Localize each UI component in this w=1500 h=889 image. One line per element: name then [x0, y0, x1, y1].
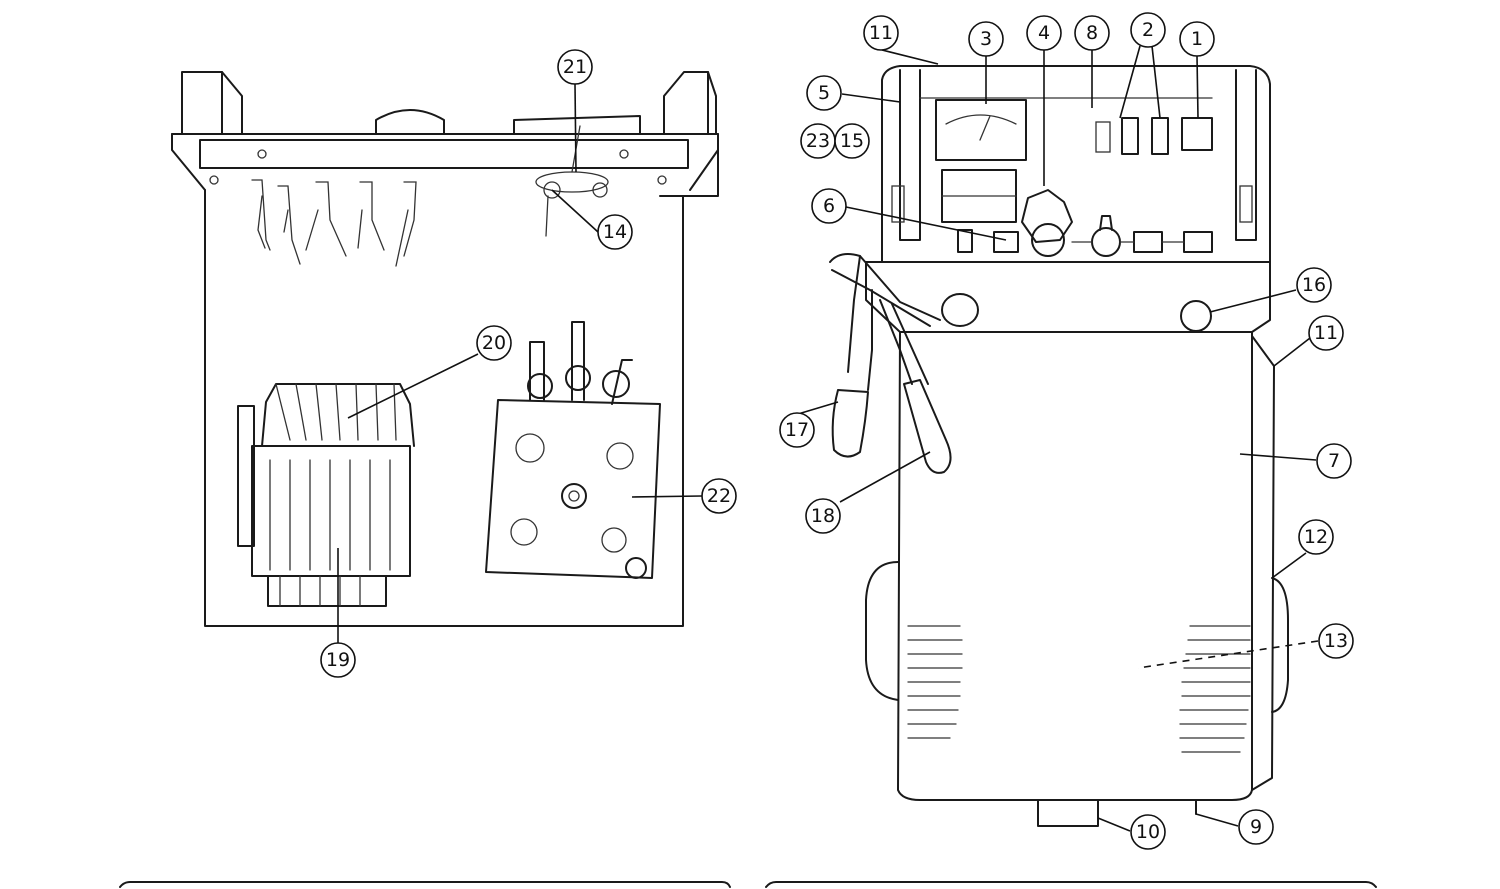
bottom-rule-left: [119, 881, 731, 888]
external-view: [829, 65, 1289, 827]
callout-13: 13: [1318, 623, 1354, 659]
callout-1-label: 1: [1191, 28, 1203, 50]
callout-22-label: 22: [707, 485, 731, 507]
callout-22: 22: [701, 478, 737, 514]
callout-15: 15: [834, 123, 870, 159]
callout-4: 4: [1026, 15, 1062, 51]
callout-21: 21: [557, 49, 593, 85]
callouts: 21 14 20 19 22 11 3 4 8 2 1 5 23 15 6 16…: [320, 12, 1354, 850]
callout-18: 18: [805, 498, 841, 534]
callout-19-label: 19: [326, 649, 350, 671]
callout-11-top: 11: [863, 15, 899, 51]
callout-14-label: 14: [603, 221, 627, 243]
callout-8: 8: [1074, 15, 1110, 51]
callout-11-side: 11: [1308, 315, 1344, 351]
callout-12: 12: [1298, 519, 1334, 555]
bottom-rule-right: [765, 881, 1377, 888]
callout-11-top-label: 11: [869, 22, 893, 44]
callout-18-label: 18: [811, 505, 835, 527]
callout-17: 17: [779, 412, 815, 448]
callout-16-label: 16: [1302, 274, 1326, 296]
leader-lines: [337, 45, 1319, 832]
callout-7-label: 7: [1328, 450, 1340, 472]
callout-9: 9: [1238, 809, 1274, 845]
callout-3-label: 3: [980, 28, 992, 50]
callout-13-label: 13: [1324, 630, 1348, 652]
callout-7: 7: [1316, 443, 1352, 479]
callout-5-label: 5: [818, 82, 830, 104]
callout-8-label: 8: [1086, 22, 1098, 44]
internal-view: [171, 71, 719, 627]
callout-16: 16: [1296, 267, 1332, 303]
callout-2-label: 2: [1142, 19, 1154, 41]
callout-14: 14: [597, 214, 633, 250]
callout-6: 6: [811, 188, 847, 224]
callout-23: 23: [800, 123, 836, 159]
callout-20: 20: [476, 325, 512, 361]
callout-10-label: 10: [1136, 821, 1160, 843]
callout-12-label: 12: [1304, 526, 1328, 548]
callout-6-label: 6: [823, 195, 835, 217]
callout-11-side-label: 11: [1314, 322, 1338, 344]
callout-9-label: 9: [1250, 816, 1262, 838]
callout-3: 3: [968, 21, 1004, 57]
callout-20-label: 20: [482, 332, 506, 354]
callout-2: 2: [1130, 12, 1166, 48]
callout-1: 1: [1179, 21, 1215, 57]
callout-4-label: 4: [1038, 22, 1050, 44]
callout-19: 19: [320, 642, 356, 678]
callout-21-label: 21: [563, 56, 587, 78]
callout-17-label: 17: [785, 419, 809, 441]
callout-23-label: 23: [806, 130, 830, 152]
callout-15-label: 15: [840, 130, 864, 152]
callout-10: 10: [1130, 814, 1166, 850]
callout-5: 5: [806, 75, 842, 111]
